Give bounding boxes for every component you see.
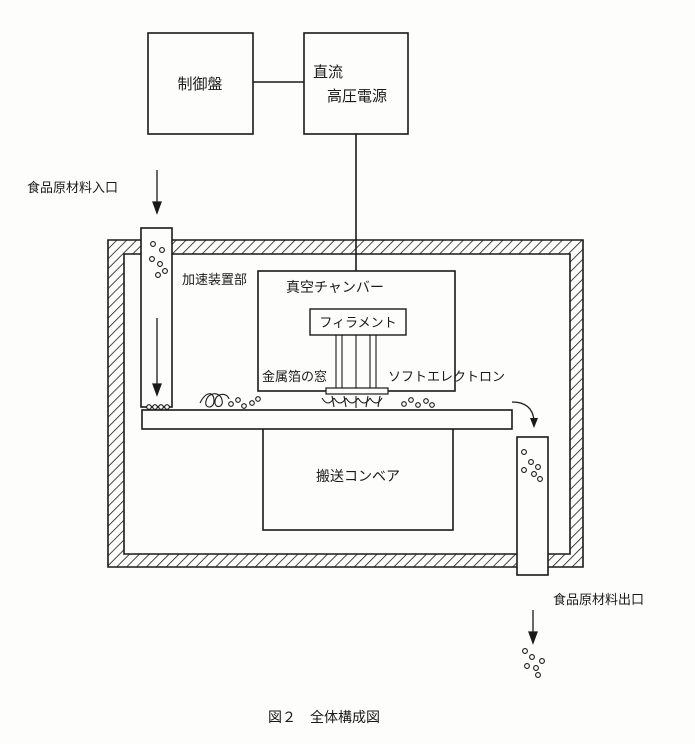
outlet-tube	[516, 436, 549, 576]
food-outlet-label: 食品原材料出口	[553, 592, 644, 608]
outlet-curve-arrow	[511, 401, 535, 421]
inlet-inner-arrow	[152, 318, 162, 397]
conveyor-belt	[141, 409, 513, 430]
vacuum-chamber-label: 真空チャンバー	[286, 280, 384, 296]
outlet-dropped-particles	[522, 648, 545, 678]
filament-box	[309, 308, 407, 336]
metal-foil-window-label: 金属箔の窓	[262, 369, 327, 385]
filament-label: フィラメント	[319, 316, 396, 331]
tumble-swirl	[199, 393, 230, 408]
soft-electron-label: ソフトエレクトロン	[388, 370, 505, 385]
electron-beam-lines	[335, 335, 377, 390]
food-inlet-label: 食品原材料入口	[27, 180, 118, 196]
inlet-particles	[149, 241, 168, 278]
soft-electron-spray	[321, 395, 383, 408]
outlet-curve-arrowhead	[530, 418, 538, 428]
figure-caption: 図２ 全体構成図	[268, 709, 380, 726]
shield-enclosure	[107, 239, 584, 568]
control-panel-box	[147, 32, 254, 135]
belt-particles	[146, 396, 435, 410]
dc-power-box	[303, 32, 409, 135]
outlet-drop-arrow	[528, 610, 538, 645]
control-panel-label: 制御盤	[177, 75, 222, 93]
outlet-particles	[521, 449, 543, 482]
conveyor-label: 搬送コンベア	[316, 469, 400, 485]
inlet-feed-arrow	[152, 170, 162, 215]
dc-power-label-line1: 直流	[313, 63, 343, 81]
metal-foil-window	[325, 387, 389, 395]
dc-power-label-line2: 高圧電源	[327, 87, 387, 105]
accelerator-label: 加速装置部	[182, 273, 247, 288]
